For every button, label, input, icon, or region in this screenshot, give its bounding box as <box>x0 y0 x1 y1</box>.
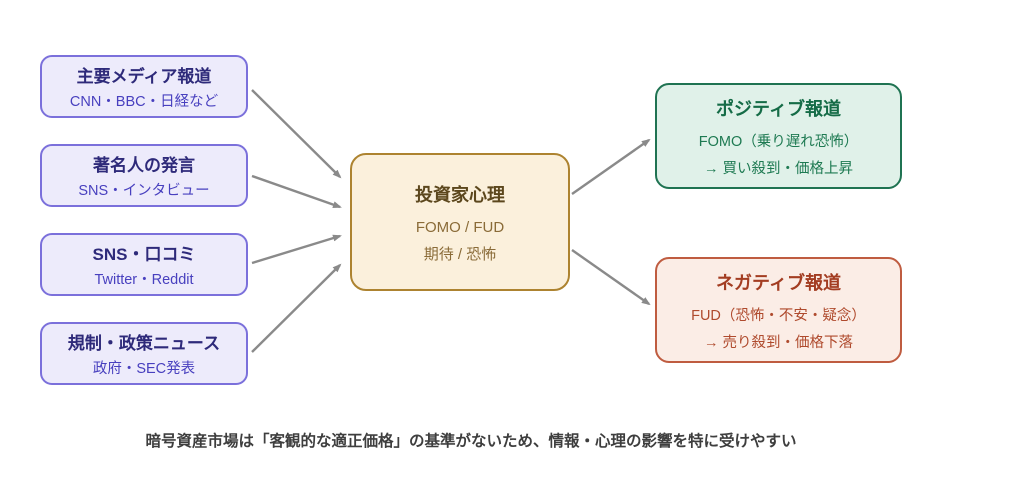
center-title: 投資家心理 <box>415 184 505 205</box>
source-node-regulation: 規制・政策ニュース 政府・SEC発表 <box>40 322 248 385</box>
source-subtitle: Twitter・Reddit <box>94 272 194 288</box>
outcome-line-fomo: FOMO（乗り遅れ恐怖） <box>698 133 859 150</box>
source-title: SNS・口コミ <box>92 245 196 264</box>
source-title: 主要メディア報道 <box>76 67 212 86</box>
outcome-title: ポジティブ報道 <box>716 98 841 119</box>
source-title: 規制・政策ニュース <box>67 334 221 353</box>
arrow-sns-to-psychology <box>251 234 342 265</box>
diagram-caption: 暗号資産市場は「客観的な適正価格」の基準がないため、情報・心理の影響を特に受けや… <box>145 433 797 450</box>
source-subtitle: CNN・BBC・日経など <box>69 94 219 110</box>
center-line-fomo-fud: FOMO / FUD <box>415 218 505 236</box>
source-node-sns: SNS・口コミ Twitter・Reddit <box>40 233 248 296</box>
arrow-psychology-to-negative <box>571 249 651 306</box>
arrow-psychology-to-positive <box>571 138 651 195</box>
outcome-line-result: → 売り殺到・価格下落 <box>703 334 854 351</box>
arrow-major-media-to-psychology <box>251 89 342 179</box>
arrow-regulation-to-psychology <box>251 263 342 353</box>
source-subtitle: 政府・SEC発表 <box>92 361 196 377</box>
center-line-hope-fear: 期待 / 恐怖 <box>423 245 497 263</box>
source-subtitle: SNS・インタビュー <box>78 183 210 199</box>
source-node-celebrity: 著名人の発言 SNS・インタビュー <box>40 144 248 207</box>
outcome-line-fud: FUD（恐怖・不安・疑念） <box>691 307 866 324</box>
outcome-title: ネガティブ報道 <box>716 272 841 293</box>
outcome-line-result: → 買い殺到・価格上昇 <box>703 160 854 177</box>
investor-psychology-node: 投資家心理 FOMO / FUD 期待 / 恐怖 <box>350 153 570 291</box>
arrow-celebrity-to-psychology <box>251 174 342 209</box>
outcome-node-positive: ポジティブ報道 FOMO（乗り遅れ恐怖） → 買い殺到・価格上昇 <box>655 83 902 189</box>
source-title: 著名人の発言 <box>93 156 195 175</box>
source-node-major-media: 主要メディア報道 CNN・BBC・日経など <box>40 55 248 118</box>
outcome-node-negative: ネガティブ報道 FUD（恐怖・不安・疑念） → 売り殺到・価格下落 <box>655 257 902 363</box>
